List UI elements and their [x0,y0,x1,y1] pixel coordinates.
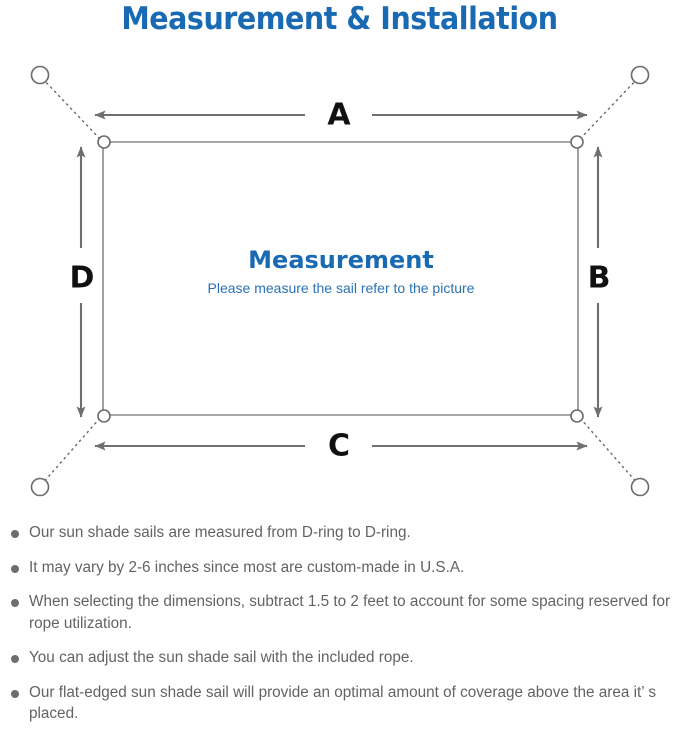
d-ring-top-left [97,135,111,149]
diagram-center-subtext: Please measure the sail refer to the pic… [208,280,475,296]
measurement-diagram: A C D B Measurement Please measure the s… [0,46,679,516]
bullet-icon [11,689,19,698]
rope-lines [41,77,639,485]
page-title: Measurement & Installation [121,1,558,37]
list-item: You can adjust the sun shade sail with t… [0,647,679,669]
list-item: When selecting the dimensions, subtract … [0,591,679,634]
notes-list: Our sun shade sails are measured from D-… [0,522,679,738]
d-rings [97,135,584,423]
d-ring-top-right [570,135,584,149]
anchor-points [30,65,650,497]
anchor-point-bottom-right [630,477,650,497]
anchor-point-top-left [30,65,50,85]
bullet-icon [11,655,19,663]
diagram-center-heading: Measurement [248,246,434,274]
rope-bottom-left [41,417,101,485]
d-ring-bottom-right [570,409,584,423]
list-item: Our sun shade sails are measured from D-… [0,522,679,544]
bullet-icon [11,564,19,573]
dimension-label-c: C [328,429,350,464]
d-ring-bottom-left [97,409,111,423]
rope-bottom-right [579,417,639,485]
list-item-text: Our sun shade sails are measured from D-… [29,524,411,541]
list-item-text: You can adjust the sun shade sail with t… [29,649,414,666]
dimension-label-a: A [327,98,351,133]
list-item-text: It may vary by 2-6 inches since most are… [29,558,465,576]
bullet-icon [11,599,19,607]
anchor-point-top-right [630,65,650,85]
dimension-label-d: D [70,261,95,296]
list-item: Our flat-edged sun shade sail will provi… [0,682,679,725]
dimension-label-b: B [588,261,611,296]
rope-top-left [41,77,101,140]
anchor-point-bottom-left [30,477,50,497]
bullet-icon [11,530,19,538]
rope-top-right [579,77,639,140]
sail-rectangle [102,141,579,416]
list-item: It may vary by 2-6 inches since most are… [0,557,679,579]
list-item-text: When selecting the dimensions, subtract … [29,593,671,632]
list-item-text: Our flat-edged sun shade sail will provi… [29,683,656,723]
